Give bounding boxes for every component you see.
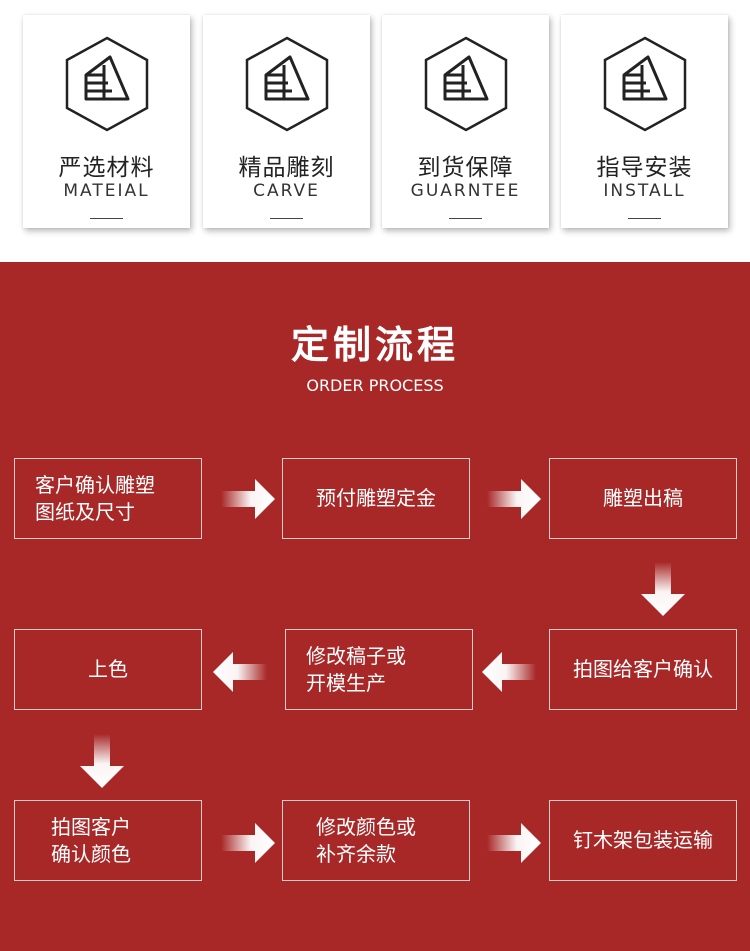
process-step-9: 钉木架包装运输 (549, 800, 737, 881)
document-triangle-icon (603, 36, 687, 132)
arrow-down-icon (80, 734, 124, 788)
process-step-1: 客户确认雕塑 图纸及尺寸 (14, 458, 202, 539)
arrow-right-icon (487, 823, 541, 863)
process-step-7: 拍图客户 确认颜色 (14, 800, 202, 881)
feature-card-guarantee: 到货保障 GUARNTEE (382, 15, 549, 228)
process-step-3: 雕塑出稿 (549, 458, 737, 539)
process-step-4: 拍图给客户确认 (549, 629, 737, 710)
arrow-right-icon (487, 479, 541, 519)
order-process-section: 定制流程 ORDER PROCESS 客户确认雕塑 图纸及尺寸 预付雕塑定金 雕… (0, 262, 750, 951)
feature-subtitle: GUARNTEE (410, 181, 521, 201)
process-title: 定制流程 (290, 322, 459, 367)
feature-title: 精品雕刻 (238, 155, 335, 181)
arrow-right-icon (221, 479, 275, 519)
feature-divider (449, 218, 482, 219)
feature-subtitle: CARVE (253, 181, 320, 201)
process-subtitle: ORDER PROCESS (306, 376, 444, 395)
feature-card-install: 指导安装 INSTALL (561, 15, 728, 228)
feature-card-carve: 精品雕刻 CARVE (203, 15, 370, 228)
document-triangle-icon (245, 36, 329, 132)
arrow-left-icon (482, 652, 536, 692)
arrow-down-icon (641, 562, 685, 616)
features-bar: 严选材料 MATEIAL 精品雕刻 CARVE 到货保障 GUARNTEE (0, 0, 750, 262)
feature-divider (90, 218, 123, 219)
feature-title: 到货保障 (417, 155, 514, 181)
arrow-left-icon (213, 652, 267, 692)
feature-subtitle: INSTALL (603, 181, 686, 201)
process-step-6: 上色 (14, 629, 202, 710)
document-triangle-icon (424, 36, 508, 132)
feature-divider (270, 218, 303, 219)
process-step-5: 修改稿子或 开模生产 (285, 629, 473, 710)
feature-title: 严选材料 (58, 155, 155, 181)
process-step-2: 预付雕塑定金 (282, 458, 470, 539)
feature-title: 指导安装 (596, 155, 693, 181)
arrow-right-icon (221, 823, 275, 863)
feature-subtitle: MATEIAL (63, 181, 150, 201)
document-triangle-icon (65, 36, 149, 132)
feature-card-material: 严选材料 MATEIAL (23, 15, 190, 228)
process-step-8: 修改颜色或 补齐余款 (282, 800, 470, 881)
feature-divider (628, 218, 661, 219)
